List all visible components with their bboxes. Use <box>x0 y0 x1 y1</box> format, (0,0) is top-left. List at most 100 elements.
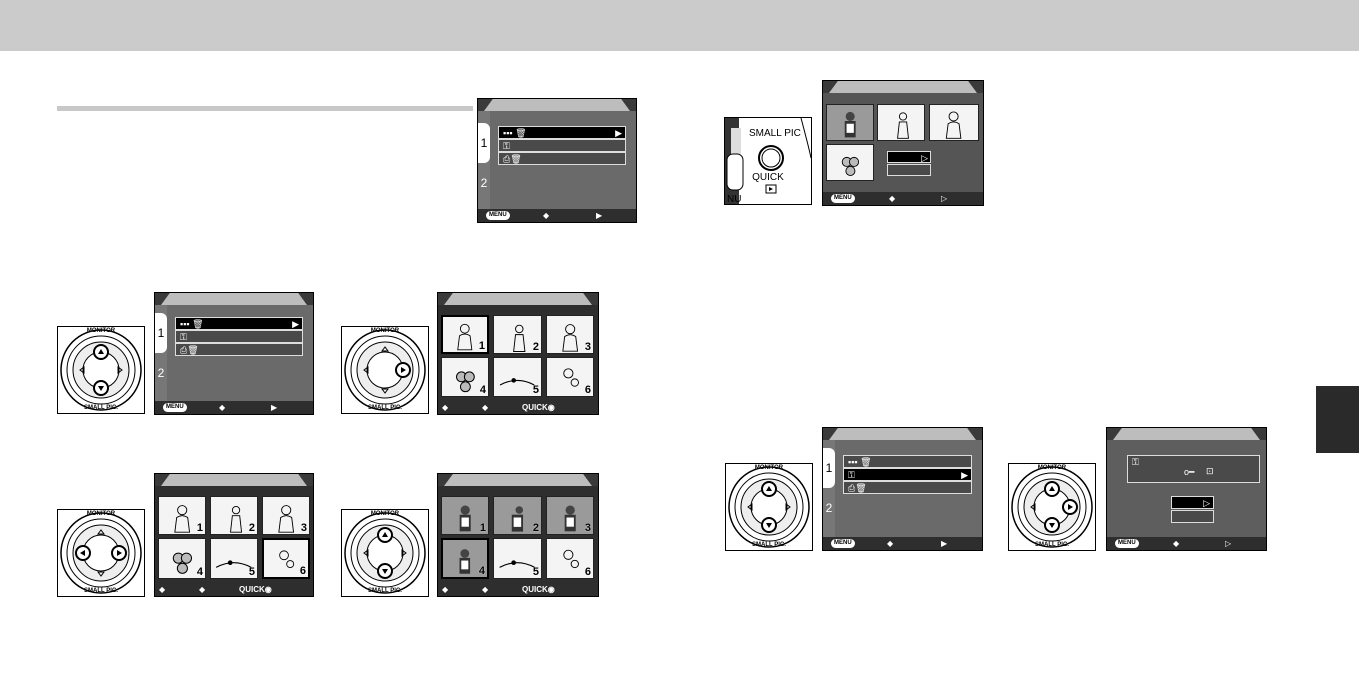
print-trash-icon: ⎙🗑 <box>503 154 522 164</box>
lcd-footer: MENU ◆ ▶ <box>823 537 982 550</box>
thumbnail-number: 2 <box>532 522 539 534</box>
menu-button-glyph: MENU <box>831 194 855 203</box>
key-icon: ⚿ <box>503 141 510 151</box>
thumbnail-number: 4 <box>479 384 486 396</box>
small-pic-label: SMALL PIC <box>749 128 801 139</box>
menu-options: ▪▪▪ 🗑 ▶ ⚿ ⎙🗑 <box>175 317 303 356</box>
updown-arrows-icon: ◆ <box>543 211 550 220</box>
thumbnail-1-marked: 1 <box>441 496 489 535</box>
lcd-menu-screen: 1 2 ▪▪▪ 🗑▶ ⚿ ⎙🗑 MENU ◆ ▶ <box>477 98 637 223</box>
lcd-header <box>438 474 598 486</box>
thumbnail-grid: 1 2 3 4 5 6 <box>155 486 313 583</box>
multi-selector-updown: MONITOR SMALL PIC. <box>725 463 813 551</box>
thumbnail <box>826 144 874 181</box>
key-icon: ⚿ <box>180 332 187 342</box>
monitor-label: MONITOR <box>1037 465 1067 471</box>
right-arrow-icon: ▶ <box>961 470 968 480</box>
leftright-arrows-icon: ◆ <box>442 403 449 412</box>
lcd-footer: ◆ ◆ QUICK◉ <box>438 583 598 596</box>
lcd-header <box>438 293 598 305</box>
menu-tabs: 1 2 <box>823 440 835 537</box>
menu-options: ▪▪▪ 🗑 ⚿▶ ⎙🗑 <box>843 455 972 494</box>
right-arrow-icon: ▷ <box>921 153 928 163</box>
menu-option-dpof-delete: ⎙🗑 <box>175 343 303 356</box>
confirm-option-no <box>887 164 931 176</box>
thumbnail-number: 3 <box>584 341 591 353</box>
thumbnail-5: 5 <box>493 357 542 397</box>
lcd-header <box>155 293 313 305</box>
menu-option-delete-selected: ▪▪▪ 🗑 <box>843 455 972 468</box>
small-pic-label: SMALL PIC. <box>1035 542 1069 548</box>
check-icon: ⊡ <box>1206 466 1214 476</box>
right-arrow-icon: ▶ <box>941 539 948 548</box>
lcd-footer: MENU ◆ ▷ <box>823 192 983 205</box>
lcd-header <box>823 428 982 440</box>
grid-trash-icon: ▪▪▪ 🗑 <box>503 128 527 138</box>
section-rule <box>57 106 473 111</box>
thumbnail-number: 5 <box>532 384 539 396</box>
menu-tab-1: 1 <box>823 448 835 488</box>
header-band <box>0 0 1359 51</box>
updown-arrows-icon: ◆ <box>199 585 206 594</box>
menu-tab-2: 2 <box>157 366 165 380</box>
right-arrow-icon: ▷ <box>941 194 948 203</box>
right-arrow-icon: ▶ <box>292 319 299 329</box>
menu-option-delete-selected: ▪▪▪ 🗑▶ <box>498 126 626 139</box>
lcd-footer: MENU ◆ ▶ <box>155 401 313 414</box>
thumbnail-number: 3 <box>300 522 307 534</box>
print-trash-icon: ⎙🗑 <box>848 483 867 493</box>
thumbnail-number: 5 <box>248 566 255 578</box>
thumbnail <box>877 104 925 141</box>
lcd-menu-screen: 1 2 ▪▪▪ 🗑 ▶ ⚿ ⎙🗑 MENU ◆ ▶ <box>154 292 314 415</box>
grid-trash-icon: ▪▪▪ 🗑 <box>180 319 204 329</box>
updown-arrows-icon: ◆ <box>889 194 896 203</box>
updown-arrows-icon: ◆ <box>219 403 226 412</box>
lcd-menu-screen: 1 2 ▪▪▪ 🗑 ⚿▶ ⎙🗑 MENU ◆ ▶ <box>822 427 983 551</box>
right-arrow-icon: ▶ <box>596 211 603 220</box>
monitor-label: MONITOR <box>370 328 400 334</box>
key-symbol: o━ <box>1184 467 1195 477</box>
small-pic-label: SMALL PIC. <box>368 588 402 594</box>
thumbnail-number: 2 <box>532 341 539 353</box>
menu-tab-2: 2 <box>480 176 488 190</box>
leftright-arrows-icon: ◆ <box>442 585 449 594</box>
menu-tab-1: 1 <box>155 313 167 353</box>
lcd-protect-dialog-screen: ⚿ o━ ⊡ ▷ MENU ◆ ▷ <box>1106 427 1267 551</box>
lcd-footer: ◆ ◆ QUICK◉ <box>155 583 313 596</box>
lcd-thumbnail-screen: 1 2 3 4 5 6 ◆ ◆ QUICK◉ <box>437 473 599 597</box>
menu-button-glyph: MENU <box>1115 539 1139 548</box>
small-pic-label: SMALL PIC. <box>84 588 118 594</box>
lcd-footer: MENU ◆ ▶ <box>478 209 636 222</box>
menu-options: ▪▪▪ 🗑▶ ⚿ ⎙🗑 <box>498 126 626 165</box>
lcd-footer: MENU ◆ ▷ <box>1107 537 1266 550</box>
thumbnail-3-marked: 3 <box>546 496 594 535</box>
multi-selector-leftright: MONITOR SMALL PIC. <box>57 509 145 597</box>
menu-tabs: 1 2 <box>155 305 167 401</box>
quick-footer-label: QUICK◉ <box>522 403 555 412</box>
lcd-delete-confirm-screen: ▷ MENU ◆ ▷ <box>822 80 984 206</box>
small-pic-label: SMALL PIC. <box>368 405 402 411</box>
lcd-thumbnail-screen: 1 2 3 4 5 6 ◆ ◆ QUICK◉ <box>154 473 314 597</box>
thumbnail-1: 1 <box>158 496 206 535</box>
thumbnail-grid: 1 2 3 4 5 6 <box>438 486 598 583</box>
quick-button-photo: SMALL PIC QUICK NU <box>724 117 812 205</box>
dialog-option-no <box>1171 510 1214 523</box>
thumbnail-1: 1 <box>441 315 489 354</box>
updown-arrows-icon: ◆ <box>482 403 489 412</box>
menu-tabs: 1 2 <box>478 111 490 209</box>
leftright-arrows-icon: ◆ <box>159 585 166 594</box>
monitor-label: MONITOR <box>86 328 116 334</box>
updown-arrows-icon: ◆ <box>1173 539 1180 548</box>
thumbnail-number: 1 <box>479 522 486 534</box>
thumbnail-area: ▷ <box>823 93 983 192</box>
updown-arrows-icon: ◆ <box>482 585 489 594</box>
thumbnail-grid: 1 2 3 4 5 6 <box>438 305 598 401</box>
right-arrow-icon: ▷ <box>1203 498 1210 508</box>
menu-button-glyph: MENU <box>486 211 510 220</box>
lcd-header <box>823 81 983 93</box>
lcd-header <box>1107 428 1266 440</box>
confirm-option-yes: ▷ <box>887 151 931 163</box>
lcd-footer: ◆ ◆ QUICK◉ <box>438 401 598 414</box>
menu-tab-2: 2 <box>825 501 833 515</box>
thumbnail-number: 6 <box>584 566 591 578</box>
